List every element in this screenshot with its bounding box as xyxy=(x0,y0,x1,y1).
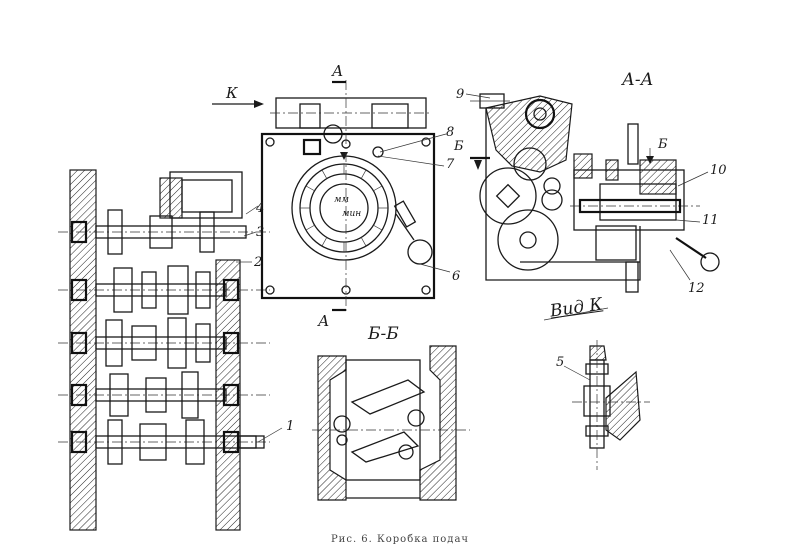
handle-knob xyxy=(407,239,433,265)
section-a-top-label: А xyxy=(332,62,344,80)
dial-text-1: мм xyxy=(334,195,349,205)
bearings xyxy=(70,220,240,454)
section-bb-view xyxy=(312,345,470,501)
callout-8: 8 xyxy=(446,125,455,140)
section-b-mark-label: Б xyxy=(658,137,668,152)
callout-4: 4 xyxy=(256,201,265,216)
gearbox-front-view xyxy=(212,80,451,312)
lever-knob xyxy=(700,252,720,272)
callout-6: 6 xyxy=(452,269,461,284)
callout-10: 10 xyxy=(710,163,727,178)
figure-caption: Рис. 6. Коробка подач xyxy=(330,534,470,545)
callout-3: 3 xyxy=(256,225,265,240)
shafts xyxy=(58,225,270,449)
section-aa-title: А-А xyxy=(622,70,654,90)
callout-1: 1 xyxy=(286,419,295,434)
callout-7: 7 xyxy=(446,157,455,172)
section-bb-title: Б-Б xyxy=(368,324,399,344)
gear-large xyxy=(479,167,537,225)
callout-2: 2 xyxy=(254,255,263,270)
callout-5: 5 xyxy=(556,355,565,370)
front-plate xyxy=(260,132,436,300)
view-k-detail xyxy=(543,307,650,470)
view-k-arrow-label: К xyxy=(226,84,238,102)
dial-text-2: мин xyxy=(342,209,362,219)
indicator-window xyxy=(302,138,322,156)
callout-12: 12 xyxy=(688,281,705,296)
section-b-upper-label: Б xyxy=(454,139,464,154)
gearbox-developed-section xyxy=(58,169,283,531)
section-aa-view xyxy=(465,93,720,293)
gears xyxy=(105,209,215,465)
callout-11: 11 xyxy=(702,213,719,228)
upper-bracket xyxy=(159,177,183,219)
callout-9: 9 xyxy=(456,87,465,102)
section-a-bottom-label: А xyxy=(318,312,330,330)
left-housing-wall xyxy=(69,169,97,531)
